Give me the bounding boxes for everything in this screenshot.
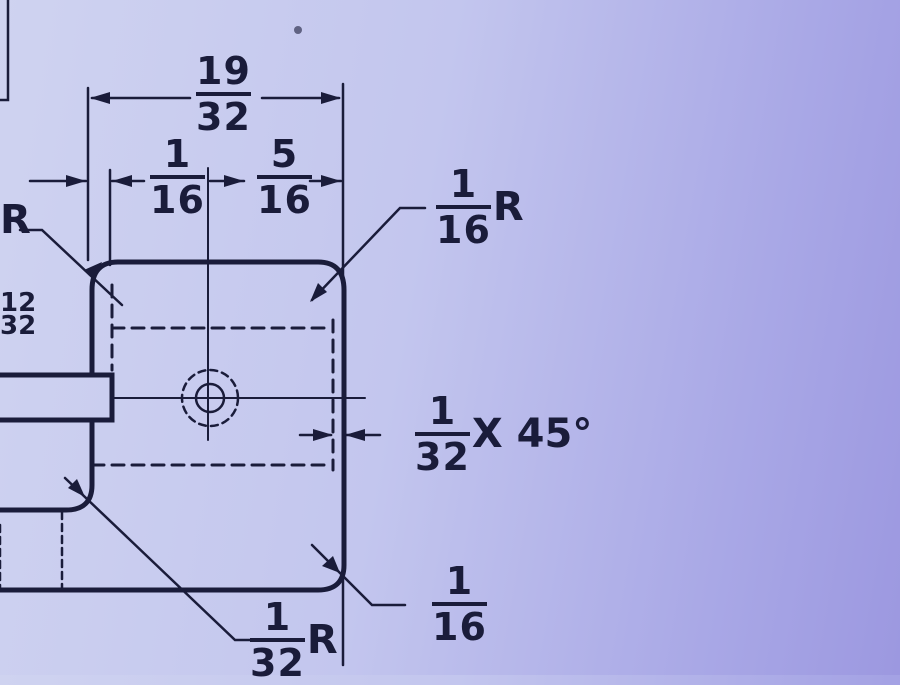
dimension-overall-width: 19 32	[196, 52, 251, 136]
dimension-bottom-left-radius: 1 32 R	[250, 598, 338, 682]
arrowhead	[310, 283, 327, 302]
fraction-denominator: 16	[432, 605, 487, 649]
dimension-right-offset: 5 16	[257, 135, 312, 219]
arrowhead	[66, 175, 86, 187]
fraction-numerator: 1	[263, 595, 292, 639]
fraction-numerator: 1	[428, 389, 457, 433]
edge-fraction-partial: 12 32	[0, 288, 37, 342]
radius-suffix: R	[492, 184, 524, 230]
fraction-bar	[436, 205, 491, 209]
dimension-top-right-radius: 1 16 R	[436, 165, 524, 249]
arrowhead	[224, 175, 244, 187]
leader-left-radius	[18, 228, 124, 307]
fraction-bar	[196, 92, 251, 96]
sheet-mark	[294, 26, 302, 34]
fraction-denominator: 32	[250, 641, 305, 685]
dimension-left-offset: 1 16	[150, 135, 205, 219]
frame-edge	[0, 0, 10, 102]
arrowhead	[68, 479, 85, 497]
fraction-numerator: 19	[196, 49, 251, 93]
arrowhead	[322, 556, 340, 573]
fraction-numerator: 1	[445, 559, 474, 603]
fraction-numerator: 1	[449, 162, 478, 206]
arrowhead	[112, 175, 132, 187]
fraction-denominator: 16	[257, 178, 312, 222]
edge-radius-label: R	[0, 197, 31, 243]
arrowhead	[84, 262, 102, 280]
arrowhead	[321, 92, 341, 104]
fraction-bar	[415, 432, 470, 436]
chamfer-suffix: X 45°	[471, 411, 593, 457]
part-outline	[0, 259, 347, 593]
fraction-bar	[250, 638, 305, 642]
fraction-bar	[150, 175, 205, 179]
leader-top-right-radius	[310, 206, 427, 302]
fraction-numerator: 5	[270, 132, 299, 176]
radius-suffix: R	[306, 617, 338, 663]
arrowhead	[345, 429, 365, 441]
fraction-bar	[432, 602, 487, 606]
dimension-chamfer: 1 32 X 45°	[415, 392, 592, 476]
part-outline-left	[0, 259, 121, 513]
fraction-denominator: 16	[436, 208, 491, 252]
arrowhead	[321, 175, 341, 187]
fraction-denominator: 16	[150, 178, 205, 222]
arrowhead	[90, 92, 110, 104]
part-outline-left-step	[0, 372, 95, 423]
fraction-denominator: 32	[415, 435, 470, 479]
leader-bottom-right	[310, 543, 407, 607]
arrowhead	[313, 429, 333, 441]
leader-bottom-left-radius	[63, 476, 252, 642]
fraction-bar	[257, 175, 312, 179]
fraction-numerator: 1	[163, 132, 192, 176]
dimension-bottom-right-radius: 1 16	[432, 562, 487, 646]
fraction-denominator: 32	[196, 95, 251, 139]
